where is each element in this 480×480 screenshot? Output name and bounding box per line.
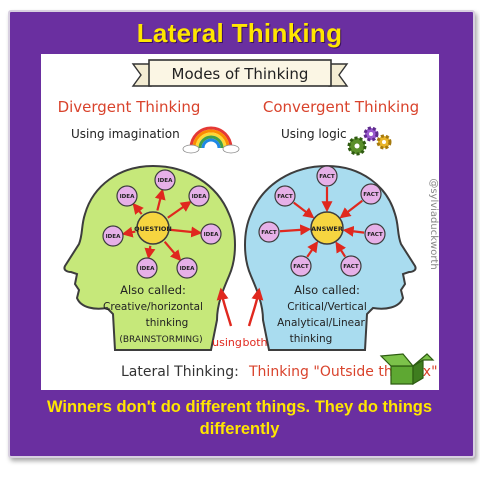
idea-node: IDEA [200,223,222,245]
fact-arrow [335,241,347,258]
answer-node: ANSWER [310,211,344,245]
idea-node-label: IDEA [204,232,220,238]
idea-arrow [121,226,136,238]
banner: Modes of Thinking [131,59,349,87]
idea-node: IDEA [154,169,176,191]
idea-node-label: IDEA [158,178,174,184]
idea-arrow [154,188,166,211]
idea-arrow [167,201,192,219]
left-alias-1: Creative/horizontal [103,301,203,313]
banner-text: Modes of Thinking [172,65,309,83]
idea-node-circle [200,223,222,245]
fact-node-circle [274,185,296,207]
left-also-called: Also called: [120,283,186,297]
idea-node-label: IDEA [120,194,136,200]
credit: @sylviaduckworth [428,178,439,269]
convergent-heading: Convergent Thinking [263,98,419,116]
idea-arrow [170,226,203,238]
fact-node-circle [290,255,312,277]
left-alias-3: (BRAINSTORMING) [119,335,202,345]
gears-icon [347,126,392,156]
left-idea-nodes: IDEA IDEA IDEA IDEA IDEA IDEA IDEA [102,169,222,279]
idea-node-label: IDEA [192,194,208,200]
rainbow-icon [182,126,240,154]
idea-node-circle [188,185,210,207]
fact-node-label: FACT [261,230,277,236]
illustration: Modes of Thinking Divergent Thinking Con… [58,59,439,386]
fact-node-label: FACT [277,194,293,200]
green-box-icon [379,353,435,386]
right-head [244,164,417,351]
fact-arrow [293,201,315,219]
lateral-label: Lateral Thinking: [121,364,239,380]
idea-node-circle [116,185,138,207]
idea-node-circle [154,169,176,191]
right-alias-3: thinking [290,333,333,345]
fact-node: FACT [360,183,382,205]
fact-node-circle [258,221,280,243]
fact-node-circle [340,255,362,277]
fact-node-label: FACT [363,192,379,198]
idea-arrow [163,241,182,262]
fact-node: FACT [258,221,280,243]
fact-node-label: FACT [343,264,359,270]
divergent-heading: Divergent Thinking [58,98,201,116]
idea-arrow [144,245,156,260]
idea-node: IDEA [188,185,210,207]
footer-quote: Winners don't do different things. They … [46,398,433,438]
question-label: QUESTION [134,225,172,233]
fact-node: FACT [316,165,338,187]
fact-node: FACT [290,255,312,277]
fact-node-label: FACT [367,232,383,238]
idea-node: IDEA [176,257,198,279]
using-text: using [212,336,242,349]
fact-arrow [339,199,363,219]
lateral-description: Thinking "Outside the box" [248,364,438,380]
fact-arrow [342,225,365,237]
page-title: Lateral Thinking [136,18,343,48]
idea-node-label: IDEA [140,266,156,272]
fact-node-label: FACT [319,174,335,180]
both-text: both [243,336,268,349]
left-subheading: Using imagination [71,127,180,141]
idea-node-label: IDEA [106,234,122,240]
left-alias-2: thinking [146,317,189,329]
fact-node-circle [360,183,382,205]
question-node: QUESTION [134,211,172,245]
fact-node-circle [364,223,386,245]
fact-node-circle [316,165,338,187]
fact-arrow [279,224,312,236]
idea-arrow [132,202,144,215]
using-both: using both [212,287,268,349]
fact-node: FACT [340,255,362,277]
idea-node-circle [102,225,124,247]
fact-node-label: FACT [293,264,309,270]
idea-node-label: IDEA [180,266,196,272]
idea-node-circle [136,257,158,279]
right-alias-1: Critical/Vertical [287,301,367,313]
idea-node: IDEA [136,257,158,279]
right-fact-nodes: FACT FACT FACT FACT FACT FACT FACT [258,165,386,277]
right-arrows [279,187,365,258]
right-also-called: Also called: [294,283,360,297]
right-alias-2: Analytical/Linear [277,317,365,329]
idea-node: IDEA [116,185,138,207]
right-subheading: Using logic [281,127,347,141]
fact-node: FACT [274,185,296,207]
idea-node-circle [176,257,198,279]
left-arrows [121,188,203,262]
idea-node: IDEA [102,225,124,247]
fact-node: FACT [364,223,386,245]
answer-label: ANSWER [311,225,343,233]
fact-arrow [306,241,319,258]
